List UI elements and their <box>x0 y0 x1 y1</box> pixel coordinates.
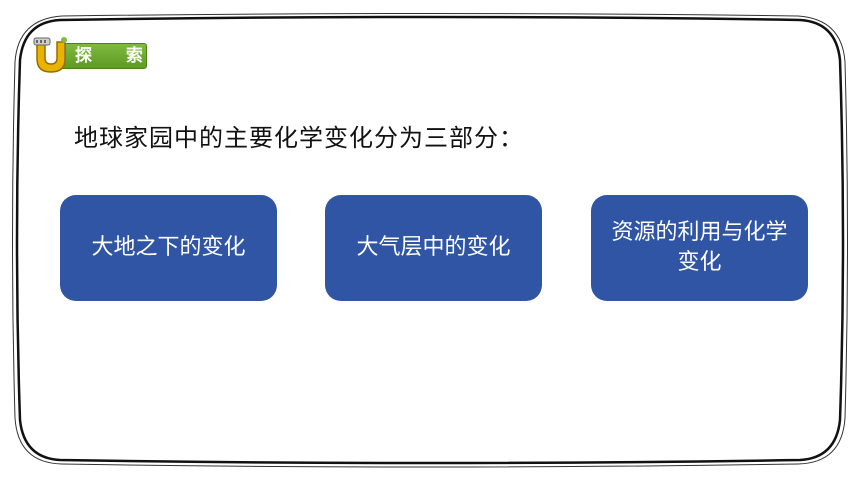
badge-bar <box>57 43 147 69</box>
page-title: 地球家园中的主要化学变化分为三部分： <box>74 124 524 152</box>
explore-badge: 探 索 <box>31 34 149 74</box>
badge-label: 探 索 <box>75 46 157 66</box>
card-label: 大地之下的变化 <box>91 235 246 260</box>
card-label: 大气层中的变化 <box>356 235 511 260</box>
card-atmosphere-change[interactable]: 大气层中的变化 <box>325 195 542 301</box>
card-underground-change[interactable]: 大地之下的变化 <box>60 195 277 301</box>
card-label: 资源的利用与化学变化 <box>611 220 788 275</box>
card-resource-use-change[interactable]: 资源的利用与化学变化 <box>591 195 808 301</box>
u-logo-icon <box>33 37 67 73</box>
